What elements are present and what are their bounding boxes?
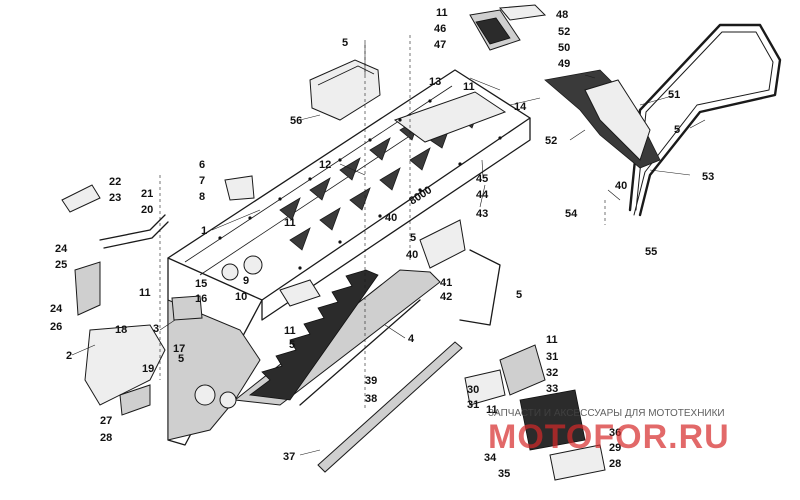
- callout-47: 47: [434, 39, 446, 51]
- callout-11: 11: [139, 287, 151, 299]
- callout-20: 20: [141, 204, 153, 216]
- callout-16: 16: [195, 293, 207, 305]
- callout-40: 40: [615, 180, 627, 192]
- front-side-panel: [84, 299, 261, 441]
- callout-54: 54: [565, 208, 578, 220]
- callout-19: 19: [142, 363, 154, 375]
- callout-27: 27: [100, 415, 112, 427]
- tunnel-decal: 8000: [407, 184, 434, 207]
- callout-30: 30: [467, 384, 479, 396]
- rear-axles: [299, 299, 463, 473]
- callout-52: 52: [558, 26, 570, 38]
- hitch-bracket: [469, 4, 547, 51]
- watermark-tagline: ЗАПЧАСТИ И АКСЕССУАРЫ ДЛЯ МОТОТЕХНИКИ: [488, 408, 725, 419]
- callout-5: 5: [674, 124, 680, 136]
- callout-29: 29: [609, 442, 621, 454]
- callout-44: 44: [476, 189, 489, 201]
- watermark-site: MOTOFOR.RU: [488, 418, 730, 456]
- callout-53: 53: [702, 171, 714, 183]
- tunnel-rivets: [218, 99, 502, 270]
- callout-38: 38: [365, 393, 377, 405]
- callout-13: 13: [429, 76, 441, 88]
- running-board-extension: [464, 344, 606, 481]
- rear-bumper: [628, 23, 782, 217]
- callout-32: 32: [546, 367, 558, 379]
- callout-40: 40: [385, 212, 397, 224]
- callout-15: 15: [195, 278, 207, 290]
- callout-43: 43: [476, 208, 488, 220]
- callout-5: 5: [289, 339, 295, 351]
- callout-40: 40: [406, 249, 418, 261]
- callout-56: 56: [290, 115, 302, 127]
- callout-55: 55: [645, 246, 657, 258]
- callout-11: 11: [463, 81, 475, 93]
- callout-5: 5: [516, 289, 522, 301]
- callout-35: 35: [498, 468, 510, 480]
- callout-21: 21: [141, 188, 153, 200]
- callout-45: 45: [476, 173, 488, 185]
- tunnel-cutouts: [279, 91, 507, 251]
- callout-8: 8: [199, 191, 205, 203]
- seat-bumper-pad: [309, 59, 381, 121]
- side-brace: [419, 219, 501, 326]
- callout-36: 36: [609, 427, 621, 439]
- callout-51: 51: [668, 89, 680, 101]
- callout-9: 9: [243, 275, 249, 287]
- callout-5: 5: [410, 232, 416, 244]
- callout-25: 25: [55, 259, 67, 271]
- callout-22: 22: [109, 176, 121, 188]
- callout-24: 24: [55, 243, 68, 255]
- callout-23: 23: [109, 192, 121, 204]
- callout-26: 26: [50, 321, 62, 333]
- callout-28: 28: [100, 432, 112, 444]
- rear-flap-tail-light: [544, 69, 661, 169]
- callout-24: 24: [50, 303, 63, 315]
- callout-28: 28: [609, 458, 621, 470]
- callout-labels: 1 2 3 4 5 5 5 5 5 5 6 7 8 9 10 11 11 11 …: [50, 7, 714, 480]
- callout-11: 11: [284, 325, 296, 337]
- callout-11: 11: [546, 334, 558, 346]
- callout-52: 52: [545, 135, 557, 147]
- callout-17: 17: [173, 343, 185, 355]
- callout-10: 10: [235, 291, 247, 303]
- callout-1: 1: [201, 225, 207, 237]
- callout-49: 49: [558, 58, 570, 70]
- callout-11: 11: [436, 7, 448, 19]
- callout-41: 41: [440, 277, 452, 289]
- footrest-parts: [61, 175, 321, 416]
- callout-39: 39: [365, 375, 377, 387]
- callout-31: 31: [546, 351, 558, 363]
- callout-4: 4: [408, 333, 415, 345]
- running-board-rail: [233, 269, 441, 406]
- callout-11: 11: [284, 217, 296, 229]
- callout-11: 11: [486, 404, 498, 416]
- watermark: ЗАПЧАСТИ И АКСЕССУАРЫ ДЛЯ МОТОТЕХНИКИ MO…: [488, 408, 730, 456]
- callout-5: 5: [342, 37, 348, 49]
- callout-46: 46: [434, 23, 446, 35]
- callout-37: 37: [283, 451, 295, 463]
- callout-7: 7: [199, 175, 205, 187]
- callout-31: 31: [467, 399, 479, 411]
- callout-18: 18: [115, 324, 127, 336]
- callout-6: 6: [199, 159, 205, 171]
- tunnel-assembly: 8000: [167, 69, 531, 446]
- callout-33: 33: [546, 383, 558, 395]
- callout-2: 2: [66, 350, 72, 362]
- callout-34: 34: [484, 452, 497, 464]
- callout-3: 3: [153, 323, 159, 335]
- callout-12: 12: [319, 159, 331, 171]
- callout-14: 14: [514, 101, 527, 113]
- callout-48: 48: [556, 9, 568, 21]
- callout-42: 42: [440, 291, 452, 303]
- leader-lines: [71, 35, 706, 456]
- callout-5: 5: [178, 353, 184, 365]
- callout-50: 50: [558, 42, 570, 54]
